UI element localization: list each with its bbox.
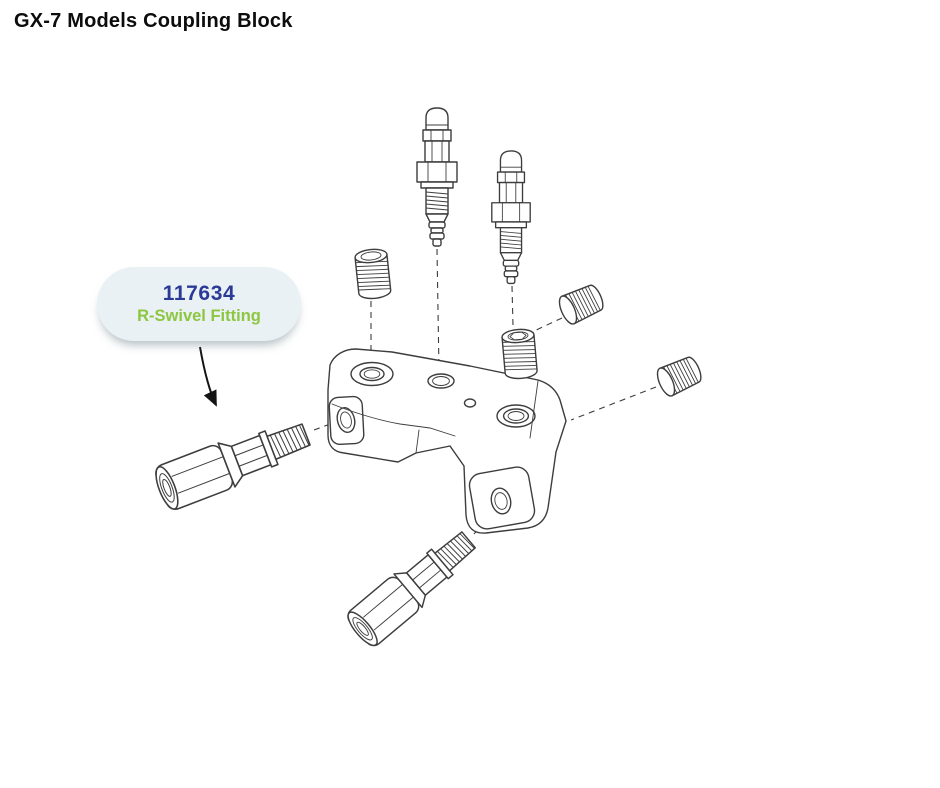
pipe-plug-right — [555, 281, 608, 328]
socket-plug-center — [500, 327, 539, 381]
page-title: GX-7 Models Coupling Block — [14, 10, 293, 32]
valve-fitting-1 — [416, 107, 458, 247]
part-number: 117634 — [162, 282, 236, 306]
bottom-swivel-fitting — [342, 522, 484, 651]
pipe-plug-top-left — [353, 247, 393, 301]
part-callout[interactable]: 117634 R-Swivel Fitting — [97, 267, 301, 341]
pipe-plug-far-right — [653, 353, 706, 400]
callout-arrow — [199, 346, 217, 407]
r-swivel-fitting — [150, 411, 316, 514]
coupling-block-body — [327, 348, 567, 534]
valve-fitting-2 — [491, 150, 531, 285]
part-name-label: R-Swivel Fitting — [137, 307, 261, 326]
